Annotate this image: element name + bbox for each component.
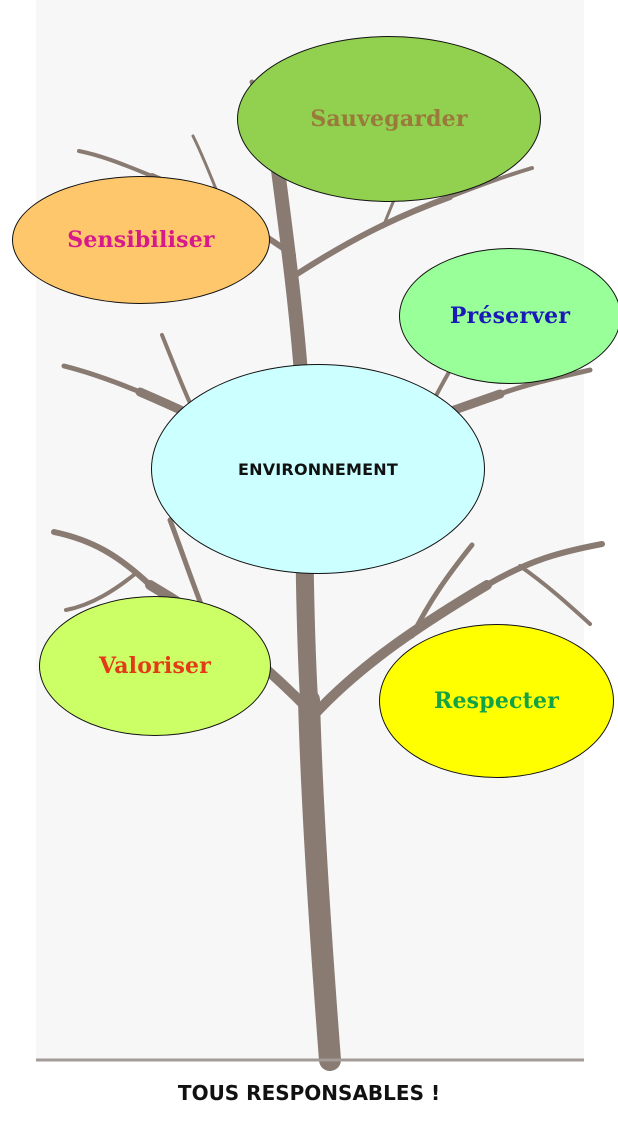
preserver-label: Préserver: [449, 303, 571, 329]
sensibiliser-bubble: Sensibiliser: [12, 176, 270, 304]
environnement-label: ENVIRONNEMENT: [237, 459, 399, 479]
respecter-label: Respecter: [434, 688, 559, 714]
footer-slogan: TOUS RESPONSABLES !: [177, 1081, 441, 1105]
environnement-center-bubble: ENVIRONNEMENT: [151, 364, 485, 574]
sauvegarder-bubble: Sauvegarder: [237, 36, 541, 202]
respecter-bubble: Respecter: [379, 624, 614, 778]
sauvegarder-label: Sauvegarder: [310, 106, 468, 132]
sensibiliser-label: Sensibiliser: [67, 227, 215, 253]
valoriser-bubble: Valoriser: [39, 596, 271, 736]
preserver-bubble: Préserver: [399, 248, 618, 384]
valoriser-label: Valoriser: [98, 653, 212, 679]
